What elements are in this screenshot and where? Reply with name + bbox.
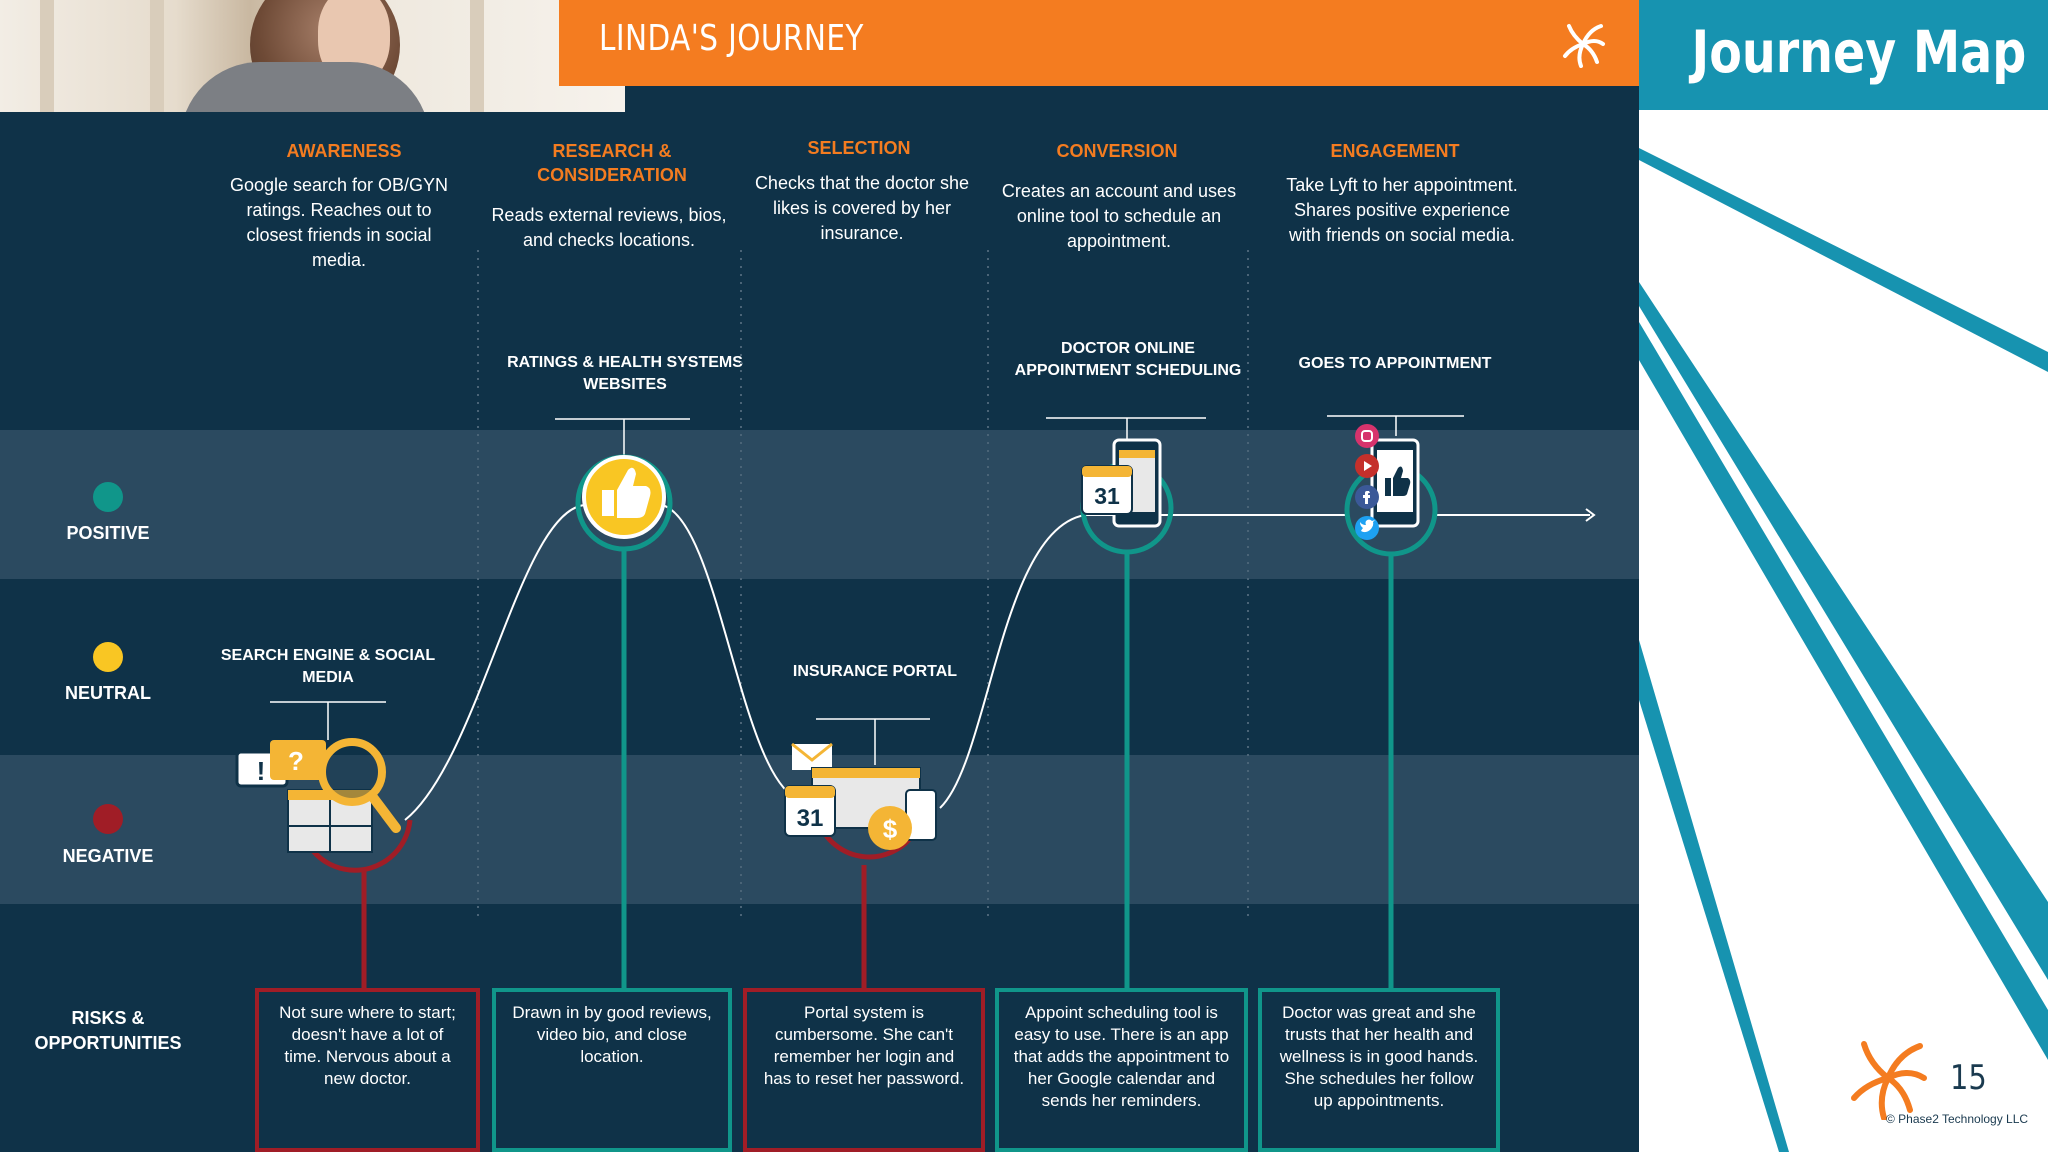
stage-title-research: RESEARCH & CONSIDERATION	[537, 141, 687, 185]
dollar-coin-icon	[868, 806, 912, 850]
photo-window-frame	[470, 0, 484, 112]
photo-window-frame	[40, 0, 54, 112]
label-underlines	[270, 415, 1464, 765]
risk-box-ratings: Drawn in by good reviews, video bio, and…	[492, 988, 732, 1152]
calendar-day-number: 31	[797, 805, 824, 832]
facebook-glyph	[1363, 491, 1370, 504]
deco-stripe	[1639, 282, 2048, 980]
calendar-day-number: 31	[1094, 483, 1120, 509]
neutral-dot	[93, 642, 123, 672]
risk-box-insurance: Portal system is cumbersome. She can't r…	[743, 988, 985, 1152]
phone-screen-bar	[1119, 450, 1155, 458]
magnifier-handle	[367, 791, 401, 833]
touchpoint-label-insurance: INSURANCE PORTAL	[792, 663, 958, 680]
youtube-glyph	[1364, 461, 1372, 471]
touchpoint-label-appointment: GOES TO APPOINTMENT	[1298, 355, 1492, 372]
journey-title: LINDA'S JOURNEY	[599, 18, 864, 59]
phase2-logo-icon	[1563, 24, 1605, 68]
thumb-hand	[617, 467, 651, 518]
deco-stripe	[1639, 640, 1789, 1152]
risk-box-scheduling: Appoint scheduling tool is easy to use. …	[995, 988, 1248, 1152]
negative-dot	[93, 804, 123, 834]
stage-desc-engagement: Take Lyft to her appointment. Shares pos…	[1286, 175, 1518, 245]
touchpoint-label-search: SEARCH ENGINE & SOCIAL MEDIA	[220, 647, 436, 686]
journey-graphics: ! ? 31 $	[235, 250, 1596, 988]
stage-desc-selection: Checks that the doctor she likes is cove…	[754, 173, 970, 243]
dollar-glyph: $	[883, 814, 898, 844]
decorative-stripes	[1639, 148, 2048, 1152]
deco-stripe	[1639, 148, 2048, 372]
arrow-head-icon	[1585, 508, 1596, 522]
exclamation-glyph: !	[257, 756, 266, 786]
thumbs-up-icon	[1385, 466, 1411, 496]
touchpoint-label-scheduling: DOCTOR ONLINE APPOINTMENT SCHEDULING	[1014, 340, 1242, 379]
twitter-glyph	[1360, 519, 1375, 533]
calendar-header	[1082, 466, 1132, 477]
portal-bar	[812, 768, 920, 778]
thumb-cuff	[602, 490, 614, 516]
envelope-flap	[791, 742, 833, 762]
risks-opportunities-label: RISKS & OPPORTUNITIES	[34, 1008, 182, 1053]
emotion-label-positive: POSITIVE	[66, 523, 150, 543]
thumbs-up-icon	[575, 454, 673, 552]
touchpoint-label-ratings: RATINGS & HEALTH SYSTEMS WEBSITES	[507, 354, 743, 393]
positive-dot	[93, 482, 123, 512]
question-glyph: ?	[288, 746, 304, 776]
stage-title-selection: SELECTION	[807, 138, 911, 158]
social-phone-icon	[1344, 424, 1438, 557]
calendar-header	[785, 786, 835, 798]
stage-title-engagement: ENGAGEMENT	[1330, 141, 1460, 161]
journey-header: LINDA'S JOURNEY	[559, 0, 1639, 86]
insurance-portal-icon: 31 $	[784, 742, 937, 860]
side-header: Journey Map	[1639, 0, 2048, 110]
instagram-glyph	[1361, 430, 1373, 442]
side-title: Journey Map	[1691, 18, 2026, 86]
stage-desc-awareness: Google search for OB/GYN ratings. Reache…	[229, 175, 449, 270]
stage-desc-conversion: Creates an account and uses online tool …	[1001, 181, 1237, 251]
emotion-label-neutral: NEUTRAL	[65, 683, 151, 703]
persona-photo	[0, 0, 625, 112]
stage-desc-research: Reads external reviews, bios, and checks…	[491, 205, 727, 250]
emotion-curve	[404, 504, 1590, 821]
copyright-text: © Phase2 Technology LLC	[1886, 1112, 2029, 1126]
page-number: 15	[1950, 1058, 1987, 1098]
emotion-label-negative: NEGATIVE	[62, 846, 154, 866]
risk-box-search: Not sure where to start; doesn't have a …	[255, 988, 480, 1152]
magnifier-lens	[318, 738, 386, 806]
risk-box-appointment: Doctor was great and she trusts that her…	[1258, 988, 1500, 1152]
deco-stripe	[1639, 322, 2048, 1060]
calendar-phone-icon: 31	[1080, 438, 1174, 555]
stage-title-conversion: CONVERSION	[1056, 141, 1178, 161]
search-magnifier-icon: ! ?	[235, 738, 413, 873]
question-bubble	[270, 740, 326, 780]
phase2-brand-logo-icon	[1851, 1041, 1927, 1120]
instagram-icon	[1355, 424, 1379, 448]
photo-window-frame	[150, 0, 164, 112]
stage-title-awareness: AWARENESS	[286, 141, 402, 161]
